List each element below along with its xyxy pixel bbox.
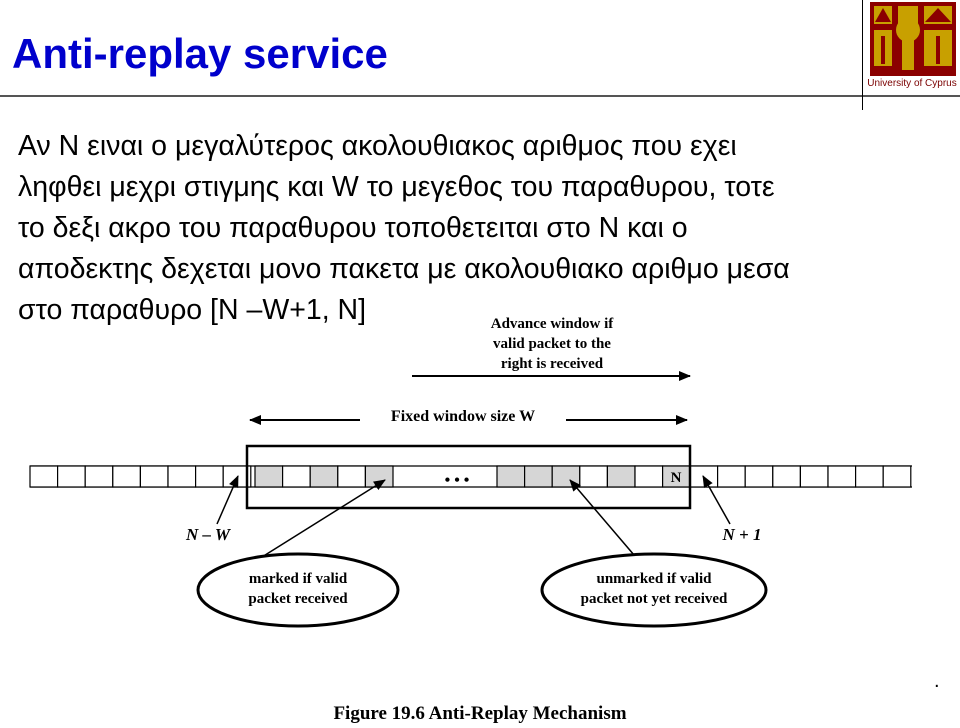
body-line: το δεξι ακρο του παραθυρου τοποθετειται … bbox=[18, 212, 688, 244]
marked-label-line: marked if valid bbox=[249, 571, 348, 587]
window-cell bbox=[551, 465, 581, 488]
right-pointer-label: N + 1 bbox=[722, 525, 762, 544]
right-pointer-arrow bbox=[702, 475, 731, 525]
window-size-label: Fixed window size W bbox=[391, 408, 535, 425]
sequence-cell bbox=[744, 465, 774, 488]
sequence-cell bbox=[29, 465, 59, 488]
marked-ellipse bbox=[196, 552, 400, 628]
slide-body: Αν N ειναι ο μεγαλύτερος ακολουθιακος αρ… bbox=[18, 126, 958, 331]
sequence-cell bbox=[882, 465, 912, 488]
body-line: Αν N ειναι ο μεγαλύτερος ακολουθιακος αρ… bbox=[18, 130, 737, 162]
sequence-cell bbox=[716, 465, 746, 488]
window-cell bbox=[606, 465, 636, 488]
marked-label-line: packet received bbox=[248, 591, 348, 607]
university-crest-icon bbox=[861, 0, 956, 110]
title-divider bbox=[0, 95, 960, 97]
window-cell bbox=[309, 465, 339, 488]
window-cell bbox=[282, 465, 311, 488]
unmarked-label-line: packet not yet received bbox=[581, 591, 728, 607]
window-size-label-bg bbox=[360, 406, 566, 428]
sequence-cell bbox=[799, 465, 829, 488]
figure-caption: Figure 19.6 Anti-Replay Mechanism bbox=[333, 703, 627, 724]
advance-label-line: Advance window if bbox=[491, 316, 615, 332]
corner-mark: . bbox=[934, 670, 940, 692]
window-cell bbox=[579, 465, 608, 488]
body-line: αποδεκτης δεχεται μονο πακετα με ακολουθ… bbox=[18, 253, 790, 285]
window-cell bbox=[634, 465, 664, 488]
marked-pointer-arrow bbox=[253, 479, 386, 563]
ellipsis-dots: • • • bbox=[445, 472, 470, 489]
sequence-cell bbox=[827, 465, 857, 488]
sequence-cell bbox=[112, 465, 142, 488]
unmarked-label-line: unmarked if valid bbox=[596, 571, 712, 587]
sequence-cell bbox=[56, 465, 86, 488]
logo-caption: University of Cyprus bbox=[867, 78, 957, 89]
sequence-strip bbox=[29, 465, 912, 488]
body-line: στο παραθυρο [N –W+1, N] bbox=[18, 294, 367, 326]
window-cell bbox=[496, 465, 526, 488]
advance-label-line: right is received bbox=[501, 356, 604, 372]
window-cell bbox=[337, 465, 366, 488]
body-line: ληφθει μεχρι στιγμης και W το μεγεθος το… bbox=[18, 171, 775, 203]
slide-title: Anti-replay service bbox=[12, 30, 388, 77]
left-pointer-arrow bbox=[216, 475, 239, 525]
n-cell-label: N bbox=[671, 470, 682, 486]
left-pointer-label: N – W bbox=[185, 525, 232, 544]
advance-label-line: valid packet to the bbox=[493, 336, 611, 352]
sliding-window-frame bbox=[245, 444, 692, 510]
sequence-cell bbox=[854, 465, 884, 488]
sequence-cell bbox=[772, 465, 801, 488]
sequence-cell bbox=[195, 465, 224, 488]
sequence-cell bbox=[167, 465, 197, 488]
window-cell bbox=[254, 465, 284, 488]
unmarked-pointer-arrow bbox=[569, 479, 641, 563]
unmarked-ellipse bbox=[540, 552, 768, 628]
sequence-cell bbox=[84, 465, 114, 488]
sequence-cell bbox=[139, 465, 169, 488]
window-cell bbox=[523, 465, 553, 488]
university-logo bbox=[861, 0, 960, 110]
